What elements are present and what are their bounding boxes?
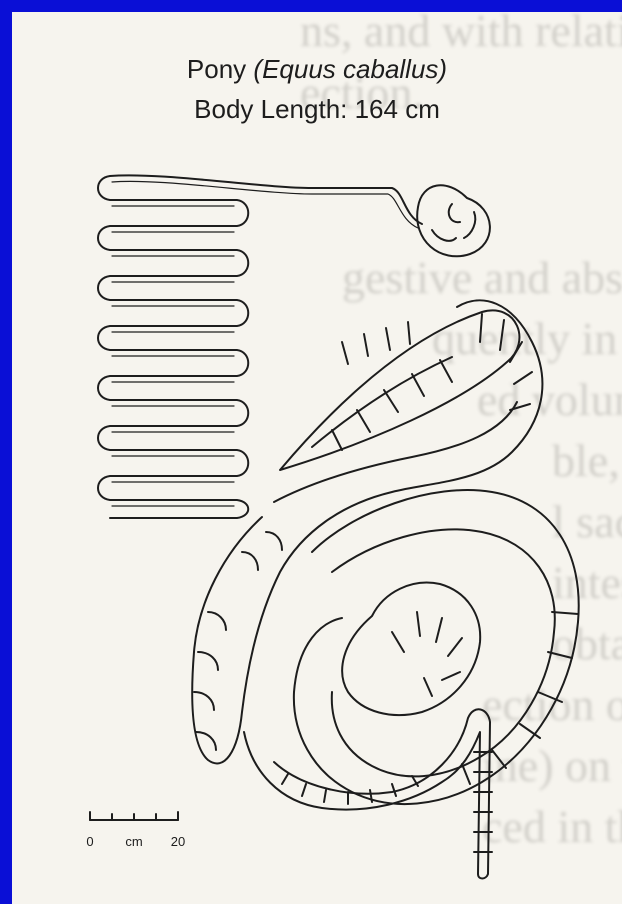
scale-start-label: 0	[86, 834, 93, 849]
large-colon	[192, 300, 542, 763]
scale-bar	[90, 812, 178, 820]
colon-loop	[294, 490, 579, 804]
scale-end-label: 20	[171, 834, 185, 849]
figure-page: ns, and with relatively s ection. gestiv…	[12, 12, 622, 904]
small-intestine-inner	[112, 181, 418, 506]
scale-unit-label: cm	[125, 834, 142, 849]
gi-tract-drawing: 0 cm 20	[12, 12, 622, 904]
stomach	[417, 185, 490, 256]
cecum	[280, 310, 519, 470]
small-colon	[244, 709, 492, 878]
